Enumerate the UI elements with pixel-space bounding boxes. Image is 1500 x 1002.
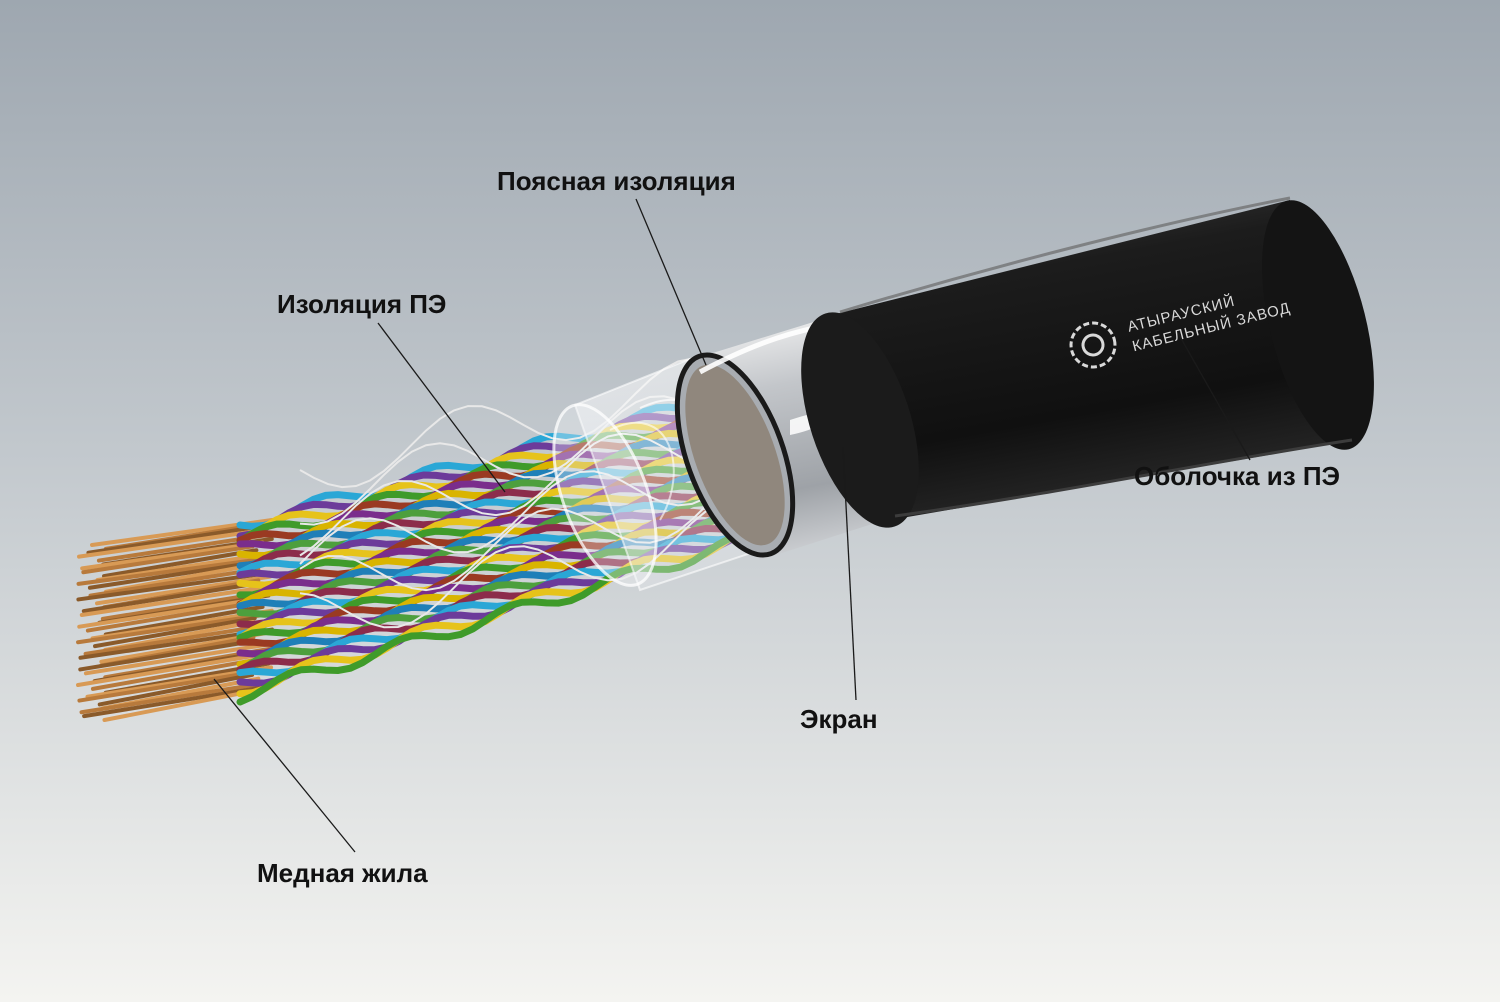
- copper-strand: [93, 616, 257, 649]
- copper-strand: [102, 688, 261, 722]
- copper-strand: [77, 597, 259, 629]
- brand-emblem-icon: [1069, 321, 1117, 369]
- label-belt-insulation: Поясная изоляция: [497, 166, 736, 196]
- label-screen: Экран: [800, 704, 878, 734]
- leader-lines: [213, 198, 1251, 853]
- copper-strand: [79, 586, 263, 617]
- leader-line-copper-core: [213, 678, 356, 853]
- copper-strand: [103, 604, 265, 637]
- copper-strand: [90, 657, 259, 691]
- copper-strand: [81, 544, 255, 575]
- copper-strand: [78, 638, 257, 672]
- copper-strand: [87, 559, 263, 590]
- copper-strand: [102, 548, 259, 579]
- pe-sheath-layer: [801, 196, 1374, 528]
- copper-strand: [77, 529, 257, 559]
- copper-strand: [97, 672, 255, 707]
- copper-strand: [83, 623, 267, 656]
- label-copper-core: Медная жила: [257, 858, 428, 888]
- copper-strand: [80, 540, 265, 571]
- leader-line-screen: [842, 446, 857, 701]
- label-pe-sheath: Оболочка из ПЭ: [1134, 461, 1341, 491]
- copper-strand: [88, 567, 261, 598]
- copper-strand: [86, 525, 256, 555]
- copper-strand: [77, 669, 263, 703]
- copper-strand: [81, 582, 255, 614]
- leader-line-belt-insulation: [635, 198, 707, 366]
- copper-strand: [85, 601, 255, 633]
- copper-strand: [79, 680, 272, 715]
- copper-strand: [76, 654, 255, 687]
- copper-strand: [76, 555, 274, 586]
- copper-strand: [83, 642, 269, 676]
- leader-line-pe-insulation: [377, 322, 506, 493]
- copper-strand: [76, 612, 269, 645]
- leader-line-pe-sheath: [1177, 332, 1251, 461]
- label-pe-insulation: Изоляция ПЭ: [277, 289, 447, 319]
